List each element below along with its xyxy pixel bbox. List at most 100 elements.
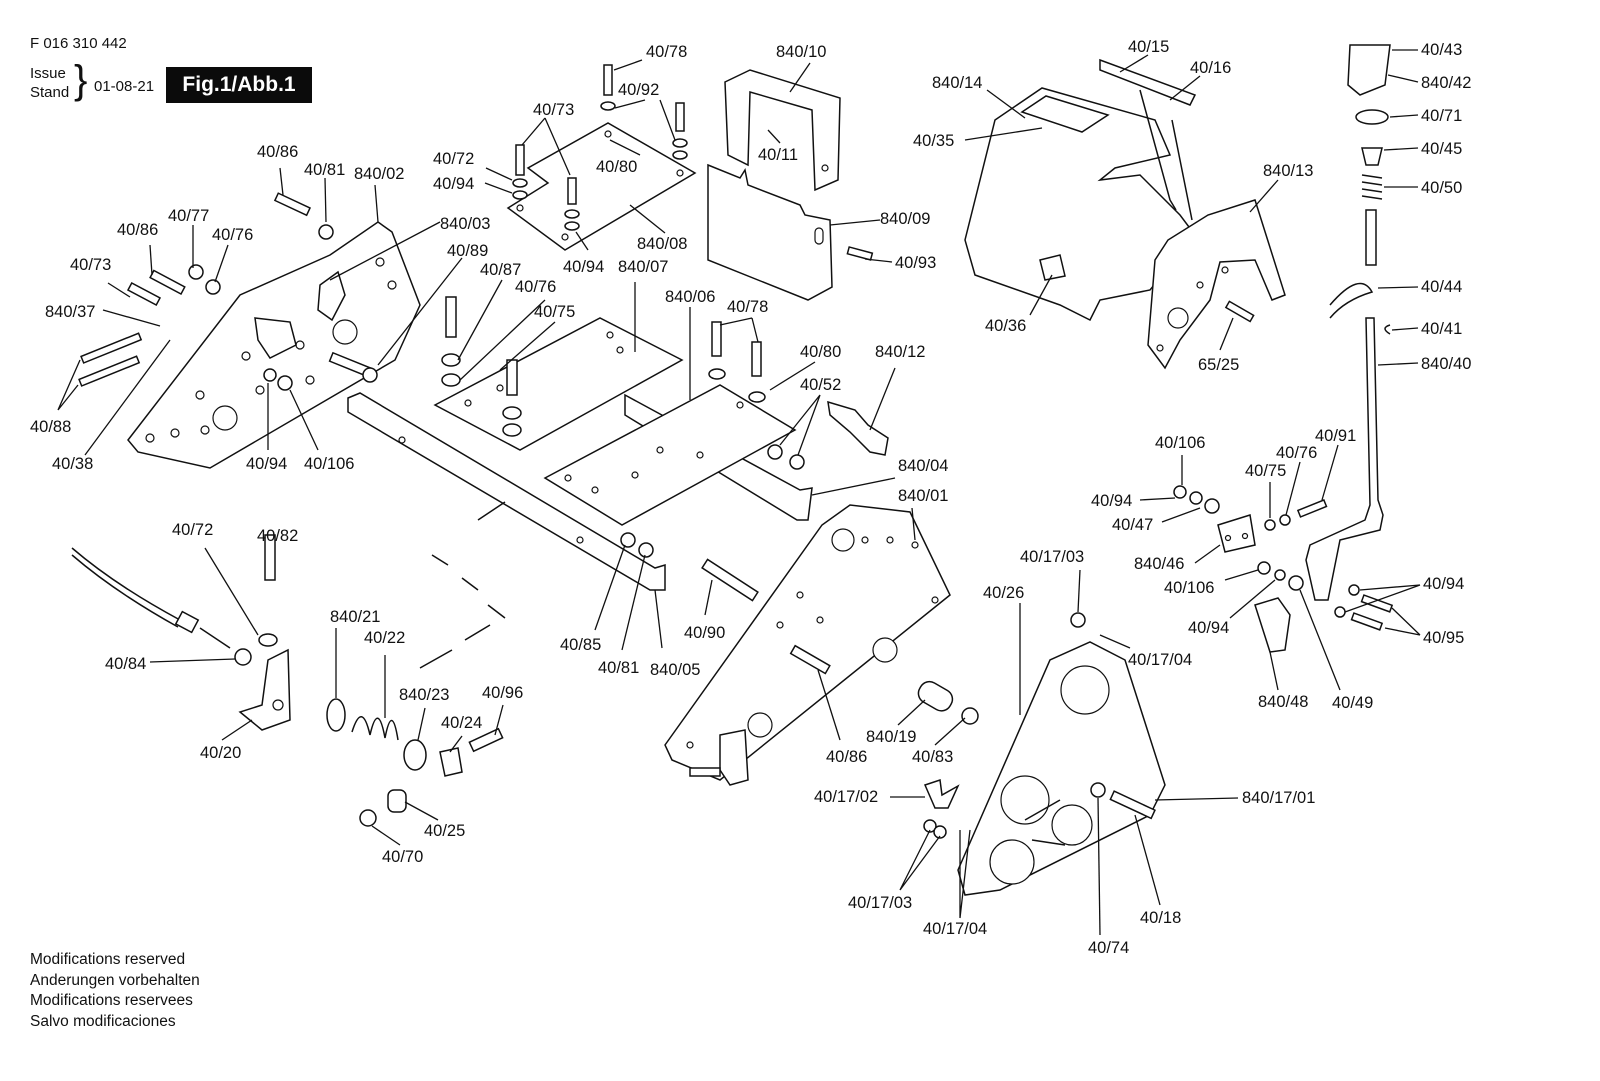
callout-label: 840/05: [650, 661, 700, 679]
callout-label: 40/15: [1128, 38, 1169, 56]
lever-840-40: [1305, 44, 1391, 601]
callout-label: 840/08: [637, 235, 687, 253]
cover-840-14: [964, 58, 1197, 322]
callout-label: 40/95: [1423, 629, 1464, 647]
callout-label: 40/76: [212, 226, 253, 244]
side-plate-840-02: [127, 221, 421, 469]
callout-label: 40/85: [560, 636, 601, 654]
issue-date: 01-08-21: [94, 78, 155, 95]
callout-label: 40/81: [304, 161, 345, 179]
callout-label: 40/75: [534, 303, 575, 321]
callout-label: 40/76: [1276, 444, 1317, 462]
callout-label: 65/25: [1198, 356, 1239, 374]
callout-label: 40/17/03: [1020, 548, 1084, 566]
callout-label: 40/47: [1112, 516, 1153, 534]
callout-label: 40/94: [246, 455, 287, 473]
callout-label: 40/11: [758, 146, 798, 164]
callout-label: 40/78: [727, 298, 768, 316]
callout-label: 40/93: [895, 254, 936, 272]
callout-label: 40/90: [684, 624, 725, 642]
callout-label: 840/13: [1263, 162, 1313, 180]
callout-label: 40/38: [52, 455, 93, 473]
callout-label: 40/94: [1091, 492, 1132, 510]
callout-label: 40/44: [1421, 278, 1462, 296]
callout-label: 40/80: [800, 343, 841, 361]
callout-label: 40/87: [480, 261, 521, 279]
callout-label: 840/42: [1421, 74, 1471, 92]
callout-label: 40/81: [598, 659, 639, 677]
callout-label: 840/07: [618, 258, 668, 276]
plate-840-07: [433, 296, 684, 451]
callout-label: 40/49: [1332, 694, 1373, 712]
callout-label: 40/86: [117, 221, 158, 239]
cover-840-10: [724, 69, 841, 192]
callout-label: 40/72: [433, 150, 474, 168]
callout-label: 40/96: [482, 684, 523, 702]
callout-label: 40/84: [105, 655, 146, 673]
callout-label: 40/22: [364, 629, 405, 647]
callout-label: 840/40: [1421, 355, 1471, 373]
leader-lines: [57, 49, 1421, 936]
callout-label: 40/92: [618, 81, 659, 99]
callout-label: 40/36: [985, 317, 1026, 335]
part-number: F 016 310 442: [30, 35, 127, 52]
cover-840-13: [1147, 199, 1286, 370]
callout-label: 40/78: [646, 43, 687, 61]
issue-label-de: Stand: [30, 84, 70, 101]
callout-label: 840/04: [898, 457, 948, 475]
callout-label: 40/94: [433, 175, 474, 193]
bracket-840-46: [1217, 514, 1291, 653]
callout-label: 40/86: [257, 143, 298, 161]
callout-label: 40/83: [912, 748, 953, 766]
callout-label: 40/94: [1188, 619, 1229, 637]
callout-label: 40/86: [826, 748, 867, 766]
figure-label: Fig.1/Abb.1: [166, 67, 312, 103]
note-fr: Modifications reservees: [30, 992, 193, 1009]
callout-label: 40/20: [200, 744, 241, 762]
callout-label: 40/82: [257, 527, 298, 545]
callout-label: 40/106: [1155, 434, 1205, 452]
plate-840-06: [543, 321, 797, 526]
callout-label: 40/16: [1190, 59, 1231, 77]
callout-label: 840/23: [399, 686, 449, 704]
note-en: Modifications reserved: [30, 951, 186, 968]
callout-label: 840/37: [45, 303, 95, 321]
callout-label: 40/25: [424, 822, 465, 840]
callout-label: 40/72: [172, 521, 213, 539]
callout-label: 40/70: [382, 848, 423, 866]
callout-label: 40/50: [1421, 179, 1462, 197]
callout-label: 40/35: [913, 132, 954, 150]
misc-hardware: [78, 192, 1394, 839]
callout-label: 840/19: [866, 728, 916, 746]
callout-label: 40/41: [1421, 320, 1462, 338]
callout-label: 840/12: [875, 343, 925, 361]
callout-label: 40/106: [304, 455, 354, 473]
plate-840-08: [506, 64, 697, 251]
note-es: Salvo modificaciones: [30, 1012, 176, 1030]
callout-label: 40/94: [563, 258, 604, 276]
cable-assembly: [71, 501, 506, 827]
callout-label: 40/88: [30, 418, 71, 436]
issue-labels: Issue Stand: [30, 64, 69, 102]
callout-label: 40/18: [1140, 909, 1181, 927]
callout-label: 40/106: [1164, 579, 1214, 597]
callout-label: 40/71: [1421, 107, 1462, 125]
callout-label: 40/77: [168, 207, 209, 225]
callout-label: 40/73: [70, 256, 111, 274]
callout-label: 840/01: [898, 487, 948, 505]
callout-label: 40/43: [1421, 41, 1462, 59]
callout-label: 40/24: [441, 714, 482, 732]
callout-label: 40/89: [447, 242, 488, 260]
shield-840-09: [707, 163, 833, 301]
callout-label: 840/02: [354, 165, 404, 183]
note-de: Anderungen vorbehalten: [30, 971, 200, 989]
callout-label: 840/03: [440, 215, 490, 233]
callout-label: 840/46: [1134, 555, 1184, 573]
callout-label: 40/52: [800, 376, 841, 394]
callout-label: 840/09: [880, 210, 930, 228]
callout-label: 840/10: [776, 43, 826, 61]
callout-label: 840/48: [1258, 693, 1308, 711]
callout-label: 840/14: [932, 74, 982, 92]
